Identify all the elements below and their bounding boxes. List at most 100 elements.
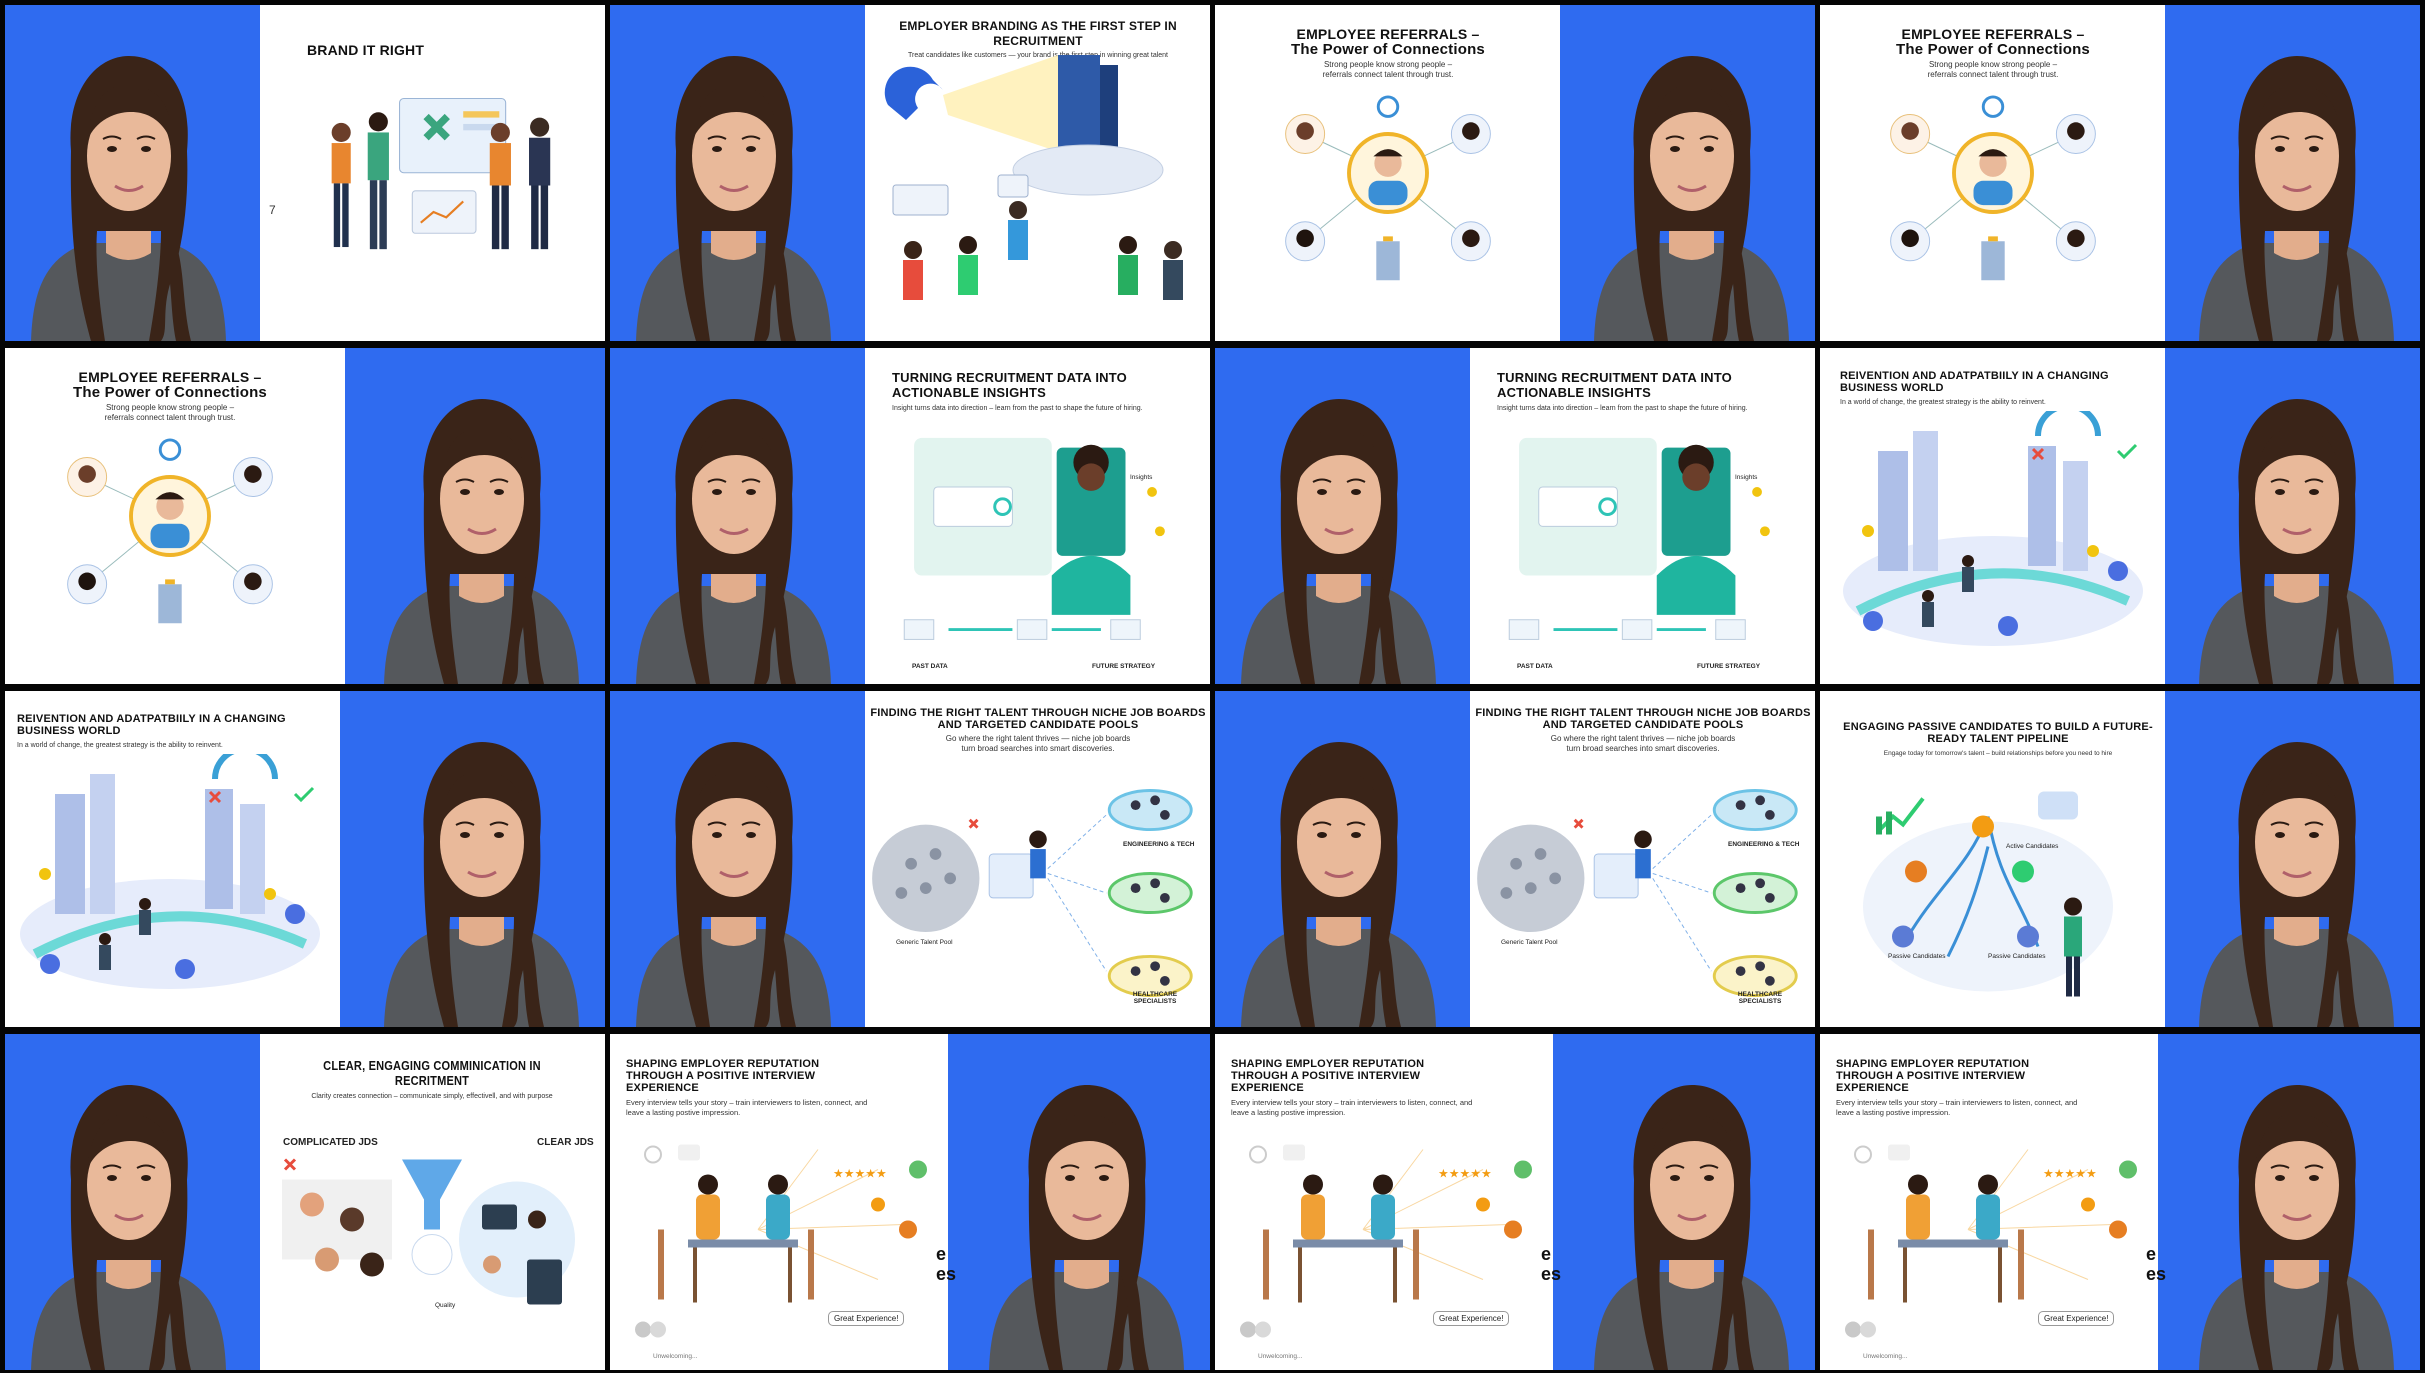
video-frame-9[interactable]: REIVENTION AND ADATPATBIILY IN A CHANGIN…: [5, 691, 605, 1027]
slide-title: ENGAGING PASSIVE CANDIDATES TO BUILD A F…: [1843, 721, 2153, 745]
slide-title: BRAND IT RIGHT: [307, 42, 425, 58]
presenter-figure: [364, 717, 599, 1027]
presenter-figure: [2179, 31, 2414, 341]
slide-title: REIVENTION AND ADATPATBIILY IN A CHANGIN…: [17, 713, 286, 737]
slide-subtitle: Strong people know strong people – refer…: [1927, 60, 2059, 79]
video-frame-3[interactable]: EMPLOYEE REFERRALS – The Power of Connec…: [1215, 5, 1815, 341]
video-frame-6[interactable]: TURNING RECRUITMENT DATA INTO ACTIONABLE…: [610, 348, 1210, 684]
slide-subtitle: Every interview tells your story – train…: [1836, 1098, 2078, 1117]
referral-network-illustration: [1828, 95, 2158, 329]
presenter-figure: [11, 31, 246, 341]
slide-title: TURNING RECRUITMENT DATA INTO ACTIONABLE…: [1497, 370, 1732, 400]
slide-subtitle: Clarity creates connection – communicate…: [311, 1093, 553, 1100]
video-frame-4[interactable]: EMPLOYEE REFERRALS – The Power of Connec…: [1820, 5, 2420, 341]
slide-subtitle: In a world of change, the greatest strat…: [17, 742, 223, 749]
slide-title-line2: The Power of Connections: [73, 384, 267, 401]
slide: TURNING RECRUITMENT DATA INTO ACTIONABLE…: [872, 348, 1202, 684]
slide-title: FINDING THE RIGHT TALENT THROUGH NICHE J…: [1475, 707, 1811, 731]
video-frame-2[interactable]: EMPLOYER BRANDING AS THE FIRST STEP IN R…: [610, 5, 1210, 341]
great-experience-badge: Great Experience!: [828, 1311, 905, 1326]
passive-candidates-label-2: Passive Candidates: [1988, 953, 2046, 960]
presenter-figure: [2179, 1060, 2414, 1370]
slide: ENGAGING PASSIVE CANDIDATES TO BUILD A F…: [1828, 691, 2158, 1027]
slide-subtitle: Insight turns data into direction – lear…: [1497, 405, 1748, 412]
video-frame-10[interactable]: FINDING THE RIGHT TALENT THROUGH NICHE J…: [610, 691, 1210, 1027]
insights-label: Insights: [1735, 474, 1758, 481]
presenter-figure: [2179, 374, 2414, 684]
slide: REIVENTION AND ADATPATBIILY IN A CHANGIN…: [1828, 348, 2158, 684]
slide-title: EMPLOYEE REFERRALS –: [1296, 26, 1480, 42]
presenter-figure: [364, 374, 599, 684]
slide: EMPLOYEE REFERRALS – The Power of Connec…: [1223, 5, 1553, 341]
slide-title: EMPLOYEE REFERRALS –: [78, 369, 262, 385]
magnet-building-illustration: [868, 45, 1208, 335]
great-experience-badge: Great Experience!: [1433, 1311, 1510, 1326]
slide: SHAPING EMPLOYER REPUTATION THROUGH A PO…: [1828, 1034, 2166, 1370]
funnel-illustration: [267, 1149, 597, 1360]
text-fragment: e es: [1540, 1244, 1561, 1284]
engineering-label: ENGINEERING & TECH: [1123, 841, 1195, 848]
slide-title: SHAPING EMPLOYER REPUTATION THROUGH A PO…: [626, 1058, 820, 1094]
talent-pools-illustration: [868, 771, 1208, 1015]
slide-subtitle: Strong people know strong people – refer…: [104, 403, 236, 422]
generic-pool-label: Generic Talent Pool: [1501, 939, 1558, 946]
slide-title: EMPLOYER BRANDING AS THE FIRST STEP IN R…: [899, 19, 1177, 48]
slide: FINDING THE RIGHT TALENT THROUGH NICHE J…: [1473, 691, 1813, 1027]
referral-network-illustration: [5, 438, 335, 672]
text-fragment: e es: [2145, 1244, 2166, 1284]
slide: SHAPING EMPLOYER REPUTATION THROUGH A PO…: [618, 1034, 956, 1370]
unwelcoming-label: Unwelcoming...: [1863, 1353, 1908, 1360]
unwelcoming-label: Unwelcoming...: [653, 1353, 698, 1360]
engineering-label: ENGINEERING & TECH: [1728, 841, 1800, 848]
presenter-figure: [1221, 717, 1456, 1027]
presenter-figure: [616, 31, 851, 341]
slide-subtitle: Treat candidates like customers — your b…: [907, 52, 1169, 59]
slide: SHAPING EMPLOYER REPUTATION THROUGH A PO…: [1223, 1034, 1561, 1370]
future-strategy-label: FUTURE STRATEGY: [1092, 663, 1156, 670]
slide-subtitle: In a world of change, the greatest strat…: [1840, 399, 2046, 406]
slide: EMPLOYEE REFERRALS – The Power of Connec…: [5, 348, 335, 684]
video-frame-8[interactable]: REIVENTION AND ADATPATBIILY IN A CHANGIN…: [1820, 348, 2420, 684]
active-candidates-label: Active Candidates: [2006, 843, 2059, 850]
slide-subtitle: Engage today for tomorrow's talent – bui…: [1883, 750, 2113, 757]
presenter-figure: [1574, 1060, 1809, 1370]
talent-pools-illustration: [1473, 771, 1813, 1015]
slide-subtitle: Strong people know strong people – refer…: [1322, 60, 1454, 79]
video-frame-15[interactable]: SHAPING EMPLOYER REPUTATION THROUGH A PO…: [1215, 1034, 1815, 1370]
slide-title: SHAPING EMPLOYER REPUTATION THROUGH A PO…: [1231, 1058, 1425, 1094]
insights-label: Insights: [1130, 474, 1153, 481]
video-frame-12[interactable]: ENGAGING PASSIVE CANDIDATES TO BUILD A F…: [1820, 691, 2420, 1027]
slide: TURNING RECRUITMENT DATA INTO ACTIONABLE…: [1477, 348, 1807, 684]
video-frame-14[interactable]: SHAPING EMPLOYER REPUTATION THROUGH A PO…: [610, 1034, 1210, 1370]
presenter-figure: [616, 374, 851, 684]
slide-subtitle: Every interview tells your story – train…: [1231, 1098, 1473, 1117]
video-frame-13[interactable]: CLEAR, ENGAGING COMMINICATION IN RECRITM…: [5, 1034, 605, 1370]
presenter-figure: [616, 717, 851, 1027]
healthcare-label: HEALTHCARE SPECIALISTS: [1132, 991, 1178, 1005]
text-fragment: e es: [935, 1244, 956, 1284]
slide-title: EMPLOYEE REFERRALS –: [1901, 26, 2085, 42]
past-data-label: PAST DATA: [912, 663, 948, 670]
slide: CLEAR, ENGAGING COMMINICATION IN RECRITM…: [267, 1034, 597, 1370]
complicated-jds-label: COMPLICATED JDS: [283, 1137, 378, 1148]
talent-pipeline-illustration: [1828, 786, 2158, 1007]
quality-label: Quality: [435, 1302, 456, 1309]
video-frame-7[interactable]: TURNING RECRUITMENT DATA INTO ACTIONABLE…: [1215, 348, 1815, 684]
video-frame-5[interactable]: EMPLOYEE REFERRALS – The Power of Connec…: [5, 348, 605, 684]
slide-subtitle: Insight turns data into direction – lear…: [892, 405, 1143, 412]
data-insights-illustration: [872, 428, 1202, 664]
referral-network-illustration: [1223, 95, 1553, 329]
page-number: 7: [269, 203, 276, 217]
presenter-figure: [2179, 717, 2414, 1027]
slide-subtitle: Go where the right talent thrives — nich…: [1550, 734, 1736, 753]
thumbnail-grid: BRAND IT RIGHT 7: [5, 5, 2420, 1370]
team-illustration: [307, 90, 577, 281]
video-frame-11[interactable]: FINDING THE RIGHT TALENT THROUGH NICHE J…: [1215, 691, 1815, 1027]
presenter-figure: [1574, 31, 1809, 341]
reinvention-city-illustration: [5, 753, 335, 1015]
video-frame-1[interactable]: BRAND IT RIGHT 7: [5, 5, 605, 341]
video-frame-16[interactable]: SHAPING EMPLOYER REPUTATION THROUGH A PO…: [1820, 1034, 2420, 1370]
slide-subtitle: Every interview tells your story – train…: [626, 1098, 868, 1117]
slide: FINDING THE RIGHT TALENT THROUGH NICHE J…: [868, 691, 1208, 1027]
great-experience-badge: Great Experience!: [2038, 1311, 2115, 1326]
